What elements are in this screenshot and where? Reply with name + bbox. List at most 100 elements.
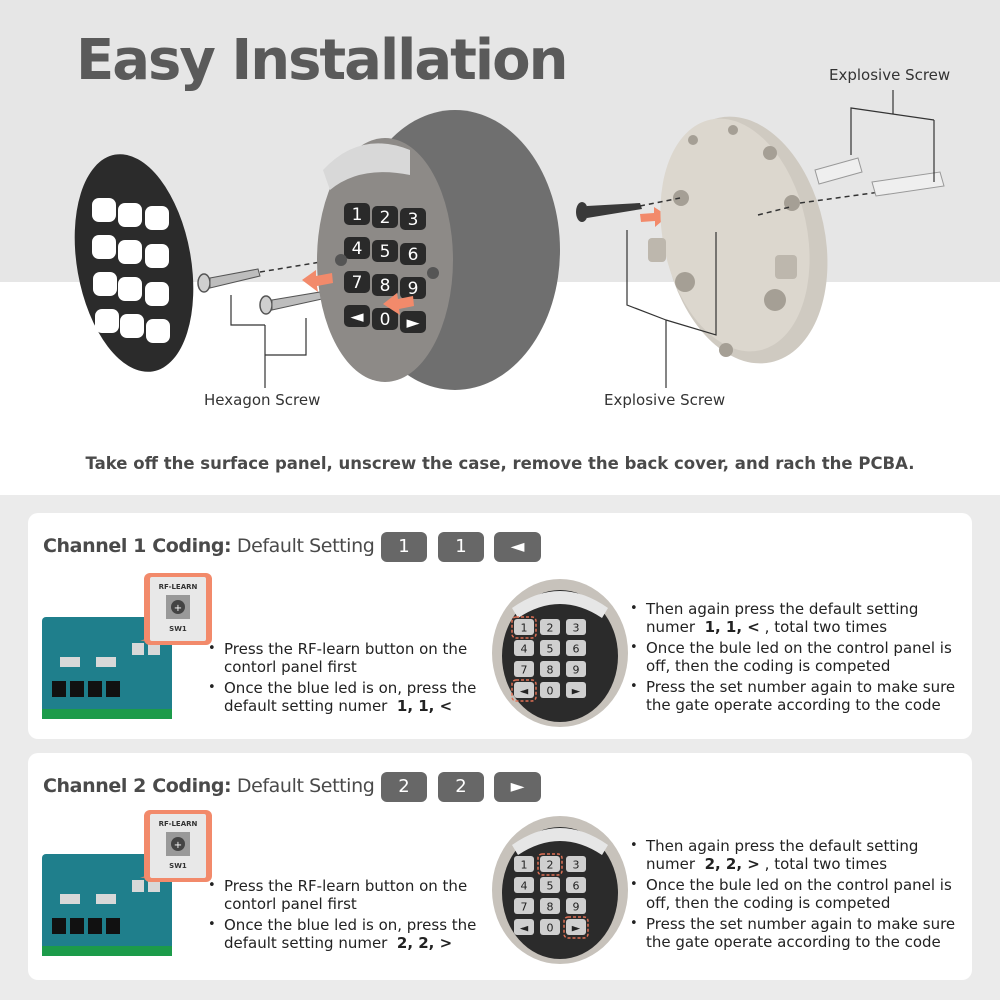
channel-1-left-bullets: Press the RF-learn button on the contorl… [206, 640, 486, 718]
keypad-key [566, 619, 586, 635]
channel-1-key-3: ◄ [494, 532, 541, 562]
channel-2-key-1: 2 [381, 772, 427, 802]
svg-text:►: ► [406, 313, 420, 333]
svg-text:7: 7 [352, 273, 363, 293]
list-item: Once the bule led on the control panel i… [628, 639, 968, 675]
keypad-key-label: 9 [573, 901, 580, 914]
keypad-key [514, 898, 534, 914]
keypad-key-label: ◄ [520, 922, 529, 935]
keypad-key-label: 7 [521, 901, 528, 914]
page-title: Easy Installation [76, 28, 568, 93]
keypad-key [540, 661, 560, 677]
list-item: Press the set number again to make sure … [628, 915, 968, 951]
list-item: Press the set number again to make sure … [628, 678, 968, 714]
keypad-key-label: 8 [547, 901, 554, 914]
keypad-key-label: 9 [573, 664, 580, 677]
keypad-key-label: 5 [547, 880, 554, 893]
svg-text:+: + [174, 840, 182, 851]
keypad-key [540, 682, 560, 698]
keypad-key [566, 877, 586, 893]
list-item-code: 2, 2, > [704, 855, 760, 873]
list-item-code: 1, 1, < [704, 618, 760, 636]
list-item: Then again press the default setting num… [628, 600, 968, 636]
svg-text:4: 4 [352, 239, 363, 259]
list-item-text: Once the blue led is on, press the defau… [224, 679, 477, 715]
list-item: Once the blue led is on, press the defau… [206, 916, 486, 952]
channel-2-left-bullets: Press the RF-learn button on the contorl… [206, 877, 486, 955]
keypad-key [540, 856, 560, 872]
keypad-key-label: ► [572, 685, 581, 698]
keypad-key [540, 640, 560, 656]
keypad-key [514, 877, 534, 893]
keypad-key [566, 661, 586, 677]
rubber-keypad-cover [74, 154, 194, 372]
keypad-key [566, 919, 586, 935]
keypad-key [566, 640, 586, 656]
pcb-board: RF-LEARN + SW1 [42, 573, 212, 719]
keypad-key [514, 856, 534, 872]
svg-text:6: 6 [408, 245, 419, 265]
list-item-text: Then again press the default setting num… [646, 837, 919, 873]
channel-2-key-2: 2 [438, 772, 484, 802]
pcb-board: RF-LEARN + SW1 [42, 810, 212, 956]
keypad-key [566, 856, 586, 872]
keypad-key-label: 2 [547, 859, 554, 872]
keypad-key-label: 6 [573, 643, 580, 656]
keypad-key [514, 661, 534, 677]
channel-2-card: Channel 2 Coding: Default Setting 2 2 ► … [28, 753, 972, 980]
hexagon-screw-icon [197, 268, 323, 315]
channel-2-title-bold: Channel 2 Coding: [43, 775, 232, 797]
channel-1-card: Channel 1 Coding: Default Setting 1 1 ◄ … [28, 513, 972, 739]
channel-2-key-3: ► [494, 772, 541, 802]
keypad-key-label: 5 [547, 643, 554, 656]
channel-1-key-2: 1 [438, 532, 484, 562]
channel-1-title-bold: Channel 1 Coding: [43, 535, 232, 557]
keypad-key [540, 619, 560, 635]
list-item: Press the RF-learn button on the contorl… [206, 877, 486, 913]
hexagon-screw-label: Hexagon Screw [204, 391, 321, 409]
svg-text:◄: ◄ [350, 307, 364, 327]
keypad-key-label: 0 [547, 685, 554, 698]
channel-2-title-rest: Default Setting [231, 775, 375, 797]
keypad-key [566, 682, 586, 698]
keypad-key [540, 919, 560, 935]
keypad-key-label: 4 [521, 880, 528, 893]
list-item-code: 2, 2, > [396, 934, 453, 952]
list-item-text: Once the blue led is on, press the defau… [224, 916, 477, 952]
sw1-label: SW1 [169, 862, 187, 870]
keypad-key [540, 877, 560, 893]
svg-text:9: 9 [408, 279, 419, 299]
svg-text:3: 3 [408, 210, 419, 230]
svg-text:+: + [174, 603, 182, 614]
list-item-tail: , total two times [764, 855, 888, 873]
svg-text:2: 2 [380, 208, 391, 228]
channel-1-title: Channel 1 Coding: Default Setting [43, 535, 375, 557]
keypad-key-label: 8 [547, 664, 554, 677]
keypad-key-label: 0 [547, 922, 554, 935]
svg-text:8: 8 [380, 276, 391, 296]
list-item: Once the blue led is on, press the defau… [206, 679, 486, 715]
keypad-key-label: 3 [573, 622, 580, 635]
list-item: Once the bule led on the control panel i… [628, 876, 968, 912]
instruction-text: Take off the surface panel, unscrew the … [85, 454, 915, 473]
channel-1-title-rest: Default Setting [231, 535, 375, 557]
sw1-label: SW1 [169, 625, 187, 633]
arrow-icon [302, 270, 414, 315]
keypad-key [514, 682, 534, 698]
list-item: Press the RF-learn button on the contorl… [206, 640, 486, 676]
keypad-key-label: 1 [521, 859, 528, 872]
keypad-key [540, 898, 560, 914]
keypad-key-label: 4 [521, 643, 528, 656]
list-item: Then again press the default setting num… [628, 837, 968, 873]
rf-learn-label: RF-LEARN [159, 820, 198, 828]
explosive-screw-label-bottom: Explosive Screw [604, 391, 726, 409]
wall-anchor-icon [814, 157, 945, 197]
explosive-screw-label-top: Explosive Screw [829, 66, 951, 84]
keypad-key-label: 6 [573, 880, 580, 893]
list-item-code: 1, 1, < [396, 697, 453, 715]
list-item-text: Then again press the default setting num… [646, 600, 919, 636]
